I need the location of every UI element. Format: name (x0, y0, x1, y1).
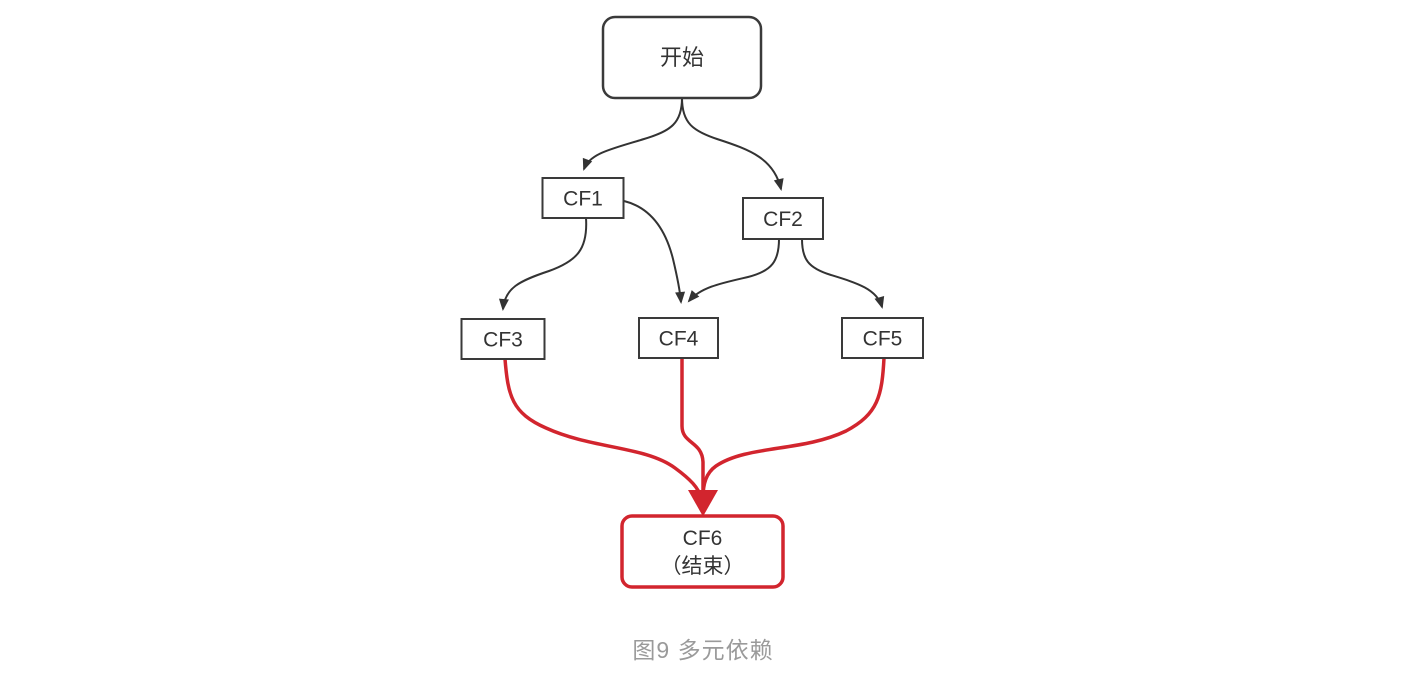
edge-cf3-cf6 (503, 358, 703, 499)
node-cf4: CF4 (638, 317, 719, 359)
node-cf4-box (638, 317, 719, 359)
node-start: 开始 (601, 15, 763, 100)
node-cf2: CF2 (742, 197, 824, 240)
node-cf3-box (460, 318, 546, 360)
edge-cf1-cf4 (623, 200, 686, 304)
node-cf6: CF6（结束） (620, 514, 785, 589)
merged-red-arrowhead-icon (688, 490, 718, 517)
node-start-box (601, 15, 763, 100)
node-start-label: 开始 (660, 45, 704, 70)
node-cf1: CF1 (541, 177, 625, 219)
node-cf3: CF3 (460, 318, 546, 360)
node-cf5-label: CF5 (863, 327, 903, 350)
edge-start-cf1 (582, 97, 683, 171)
node-cf2-box (742, 197, 824, 240)
node-cf1-label: CF1 (563, 187, 603, 210)
node-cf2-label: CF2 (763, 208, 803, 231)
edge-cf2-cf5 (801, 238, 885, 309)
node-cf3-label: CF3 (483, 328, 523, 351)
node-cf5: CF5 (841, 317, 924, 359)
node-cf4-label: CF4 (659, 327, 699, 350)
edge-cf5-cf6 (701, 357, 886, 499)
edge-start-cf2 (681, 97, 784, 191)
node-cf5-box (841, 317, 924, 359)
figure-caption: 图9 多元依赖 (632, 637, 774, 663)
edge-cf2-cf4 (687, 238, 780, 303)
edge-cf1-cf3 (498, 217, 588, 311)
node-cf6-label: CF6（结束） (661, 527, 745, 578)
node-cf6-box (620, 514, 785, 589)
node-cf1-box (541, 177, 625, 219)
edge-cf4-cf6 (680, 359, 705, 498)
